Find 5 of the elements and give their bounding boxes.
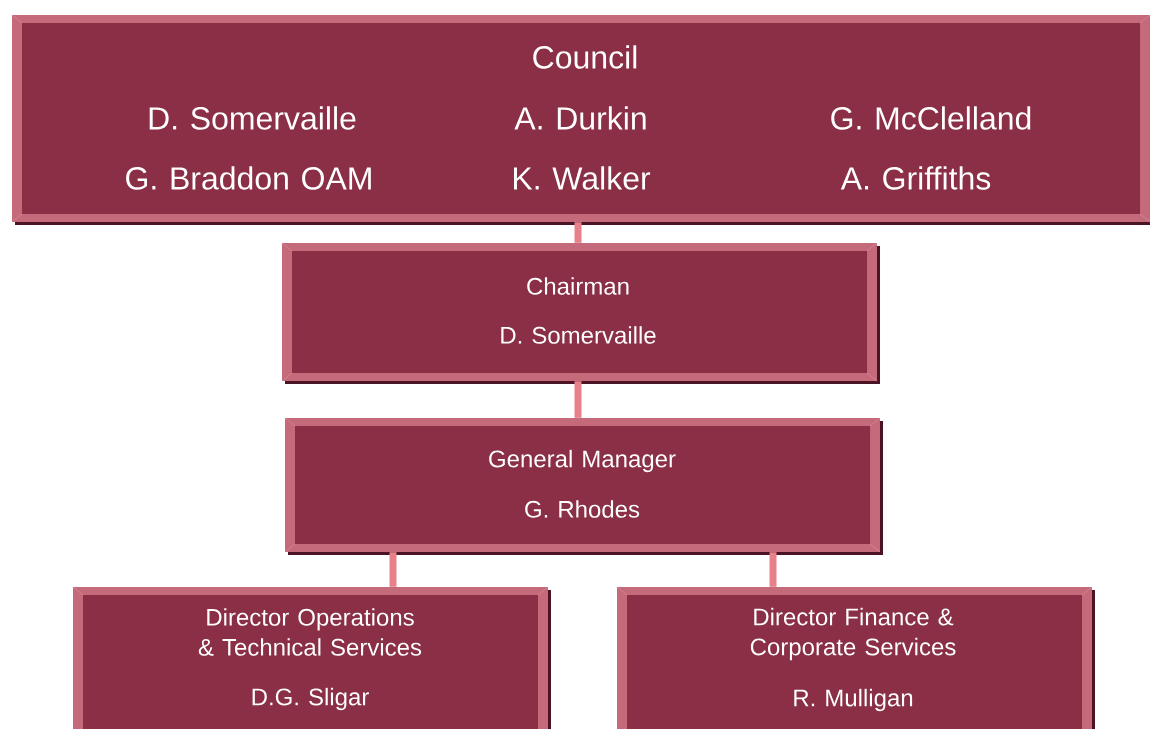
org-box: Director Operations & Technical Services D.G. Sligar xyxy=(72,586,551,729)
org-box: General Manager G. Rhodes xyxy=(284,417,883,555)
org-box: Chairman D. Somervaille xyxy=(281,242,880,384)
org-box: Director Finance & Corporate Services R. Mulligan xyxy=(616,586,1095,729)
org-box: Council D. Somervaille A. Durkin G. McClelland G. Braddon OAM K. Walker A. Griffiths xyxy=(11,14,1150,225)
